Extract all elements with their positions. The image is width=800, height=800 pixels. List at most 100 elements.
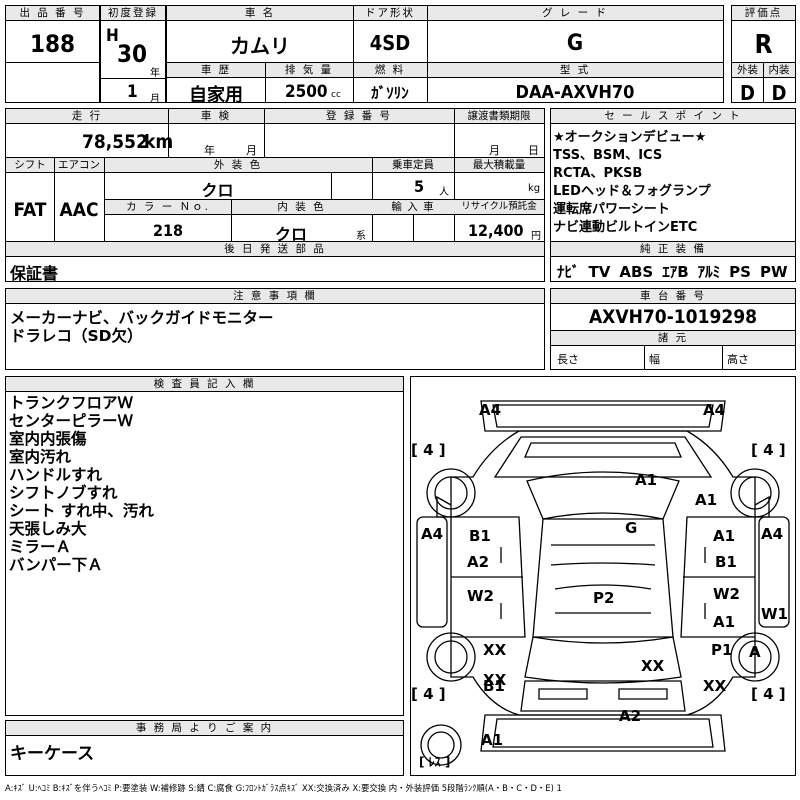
int-color-header: 内 装 色 xyxy=(231,200,372,215)
equipment-item: PS xyxy=(729,263,751,281)
score-header: 評価点 xyxy=(732,6,795,21)
damage-mark: A4 xyxy=(421,525,444,543)
era-letter: H xyxy=(106,26,119,46)
sale-points-box: セ ー ル ス ポ イ ン ト ★オークションデビュー★ TSS、BSM、ICS R… xyxy=(550,108,796,282)
mileage-value: 78,552 xyxy=(82,131,148,153)
equipment-item: PW xyxy=(759,263,788,281)
first-registration-box: 初度登録 H 30 年 1 月 xyxy=(100,5,166,105)
legend: A:ｷｽﾞ U:ﾍｺﾐ B:ｷｽﾞを伴うﾍｺﾐ P:要塗装 W:補修跡 S:錆 … xyxy=(5,783,562,793)
month-unit: 月 xyxy=(150,94,160,105)
shift-type: FAT xyxy=(13,199,47,221)
max-load-unit: kg xyxy=(528,183,541,194)
tire-rear-right: [ 4 ] xyxy=(751,685,786,703)
car-info-box: 車 名 ドア形状 グ レ ー ド カムリ 4SD G 車 歴 排 気 量 燃 料… xyxy=(166,5,724,106)
office-note: キーケース xyxy=(10,744,95,764)
inspector-note-item: センターピラーＷ xyxy=(9,412,134,430)
spec-length: 長さ xyxy=(557,353,579,366)
damage-mark: B1 xyxy=(483,677,505,695)
later-parts-header: 後 日 発 送 部 品 xyxy=(6,242,544,257)
damage-mark: XX xyxy=(641,657,665,675)
damage-mark: B1 xyxy=(715,553,737,571)
damage-mark: P1 xyxy=(711,641,733,659)
mileage-header: 走 行 xyxy=(6,109,168,124)
chassis-number: AXVH70-1019298 xyxy=(588,306,758,328)
office-box: 事 務 局 よ り ご 案 内 キーケース xyxy=(5,720,404,776)
damage-mark: A1 xyxy=(481,731,504,749)
mileage-unit: km xyxy=(144,131,174,153)
sale-point-item: TSS、BSM、ICS xyxy=(553,148,663,163)
damage-mark: XX xyxy=(483,671,507,689)
damage-mark: A1 xyxy=(713,613,736,631)
transfer-day-unit: 日 xyxy=(528,144,539,157)
fuel-type: ｶﾞｿﾘﾝ xyxy=(371,84,409,102)
damage-mark: W2 xyxy=(713,585,740,603)
transfer-month-unit: 月 xyxy=(489,144,500,157)
overall-score: R xyxy=(754,30,773,60)
recycle-header: リサイクル預託金 xyxy=(454,200,544,215)
lot-number: 188 xyxy=(29,30,76,58)
car-name-header: 車 名 xyxy=(167,6,353,21)
year-unit: 年 xyxy=(150,68,160,79)
damage-mark: G xyxy=(625,519,638,537)
spare-tire-label: [ ﾚｽ ] xyxy=(419,755,451,769)
chassis-header: 車 台 番 号 xyxy=(551,289,795,304)
equipment-item: ｱﾙﾐ xyxy=(697,263,721,281)
grade-value: G xyxy=(566,31,584,56)
door-type: 4SD xyxy=(369,31,411,55)
office-header: 事 務 局 よ り ご 案 内 xyxy=(6,721,403,736)
max-load-header: 最大積載量 xyxy=(454,158,544,173)
shift-header: シフト xyxy=(6,158,54,173)
equipment-item: TV xyxy=(588,263,611,281)
ext-color-header: 外 装 色 xyxy=(104,158,372,173)
notes-header: 注 意 事 項 欄 xyxy=(6,289,544,304)
chassis-box: 車 台 番 号 AXVH70-1019298 諸 元 長さ 幅 高さ xyxy=(550,288,796,370)
damage-mark: A1 xyxy=(695,491,718,509)
sale-points-header: セ ー ル ス ポ イ ン ト xyxy=(551,109,795,124)
note-item: ドラレコ（SD欠） xyxy=(10,327,143,345)
displacement-header: 排 気 量 xyxy=(265,63,353,78)
inspector-header: 検 査 員 記 入 欄 xyxy=(6,377,403,392)
tire-front-right: [ 4 ] xyxy=(751,441,786,459)
import-header: 輸 入 車 xyxy=(372,200,454,215)
damage-mark: A1 xyxy=(713,527,736,545)
capacity-value: 5 xyxy=(414,177,425,196)
inspector-note-item: トランクフロアＷ xyxy=(9,394,134,412)
equipment-item: ABS xyxy=(619,263,654,281)
damage-mark: XX xyxy=(483,641,507,659)
notes-box: 注 意 事 項 欄 メーカーナビ、バックガイドモニタードラレコ（SD欠） xyxy=(5,288,545,370)
exterior-grade: D xyxy=(740,81,755,105)
inspection-month-unit: 月 xyxy=(246,144,257,157)
sale-point-item: RCTA、PKSB xyxy=(553,166,643,181)
capacity-header: 乗車定員 xyxy=(372,158,454,173)
equipment-item: ｴｱB xyxy=(662,263,689,281)
damage-mark: P2 xyxy=(593,589,615,607)
specs-header: 諸 元 xyxy=(551,331,795,346)
damage-mark: A1 xyxy=(635,471,658,489)
displacement-value: 2500 xyxy=(285,82,328,102)
sale-point-item: ★オークションデビュー★ xyxy=(553,130,707,145)
color-number: 218 xyxy=(152,221,184,240)
interior-color: クロ xyxy=(274,225,307,244)
aircon-type: AAC xyxy=(59,199,99,221)
damage-mark: A2 xyxy=(467,553,490,571)
details-box: 走 行 車 検 登 録 番 号 譲渡書類期限 78,552 km 年 月 月 日… xyxy=(5,108,545,283)
damage-mark: B1 xyxy=(469,527,491,545)
sale-point-item: ナビ連動ビルトインETC xyxy=(553,220,698,235)
damage-mark: A2 xyxy=(619,707,642,725)
inspector-note-item: 室内汚れ xyxy=(9,448,72,466)
damage-mark: A4 xyxy=(761,525,784,543)
transfer-header: 譲渡書類期限 xyxy=(454,109,544,124)
inspector-note-item: バンパー下Ａ xyxy=(9,556,103,574)
note-item: メーカーナビ、バックガイドモニター xyxy=(10,309,274,327)
damage-mark: XX xyxy=(703,677,727,695)
inspector-note-item: 室内内張傷 xyxy=(9,430,87,448)
inspector-note-item: シート すれ中、汚れ xyxy=(9,502,154,520)
capacity-unit: 人 xyxy=(439,187,449,198)
car-diagram xyxy=(416,400,790,766)
